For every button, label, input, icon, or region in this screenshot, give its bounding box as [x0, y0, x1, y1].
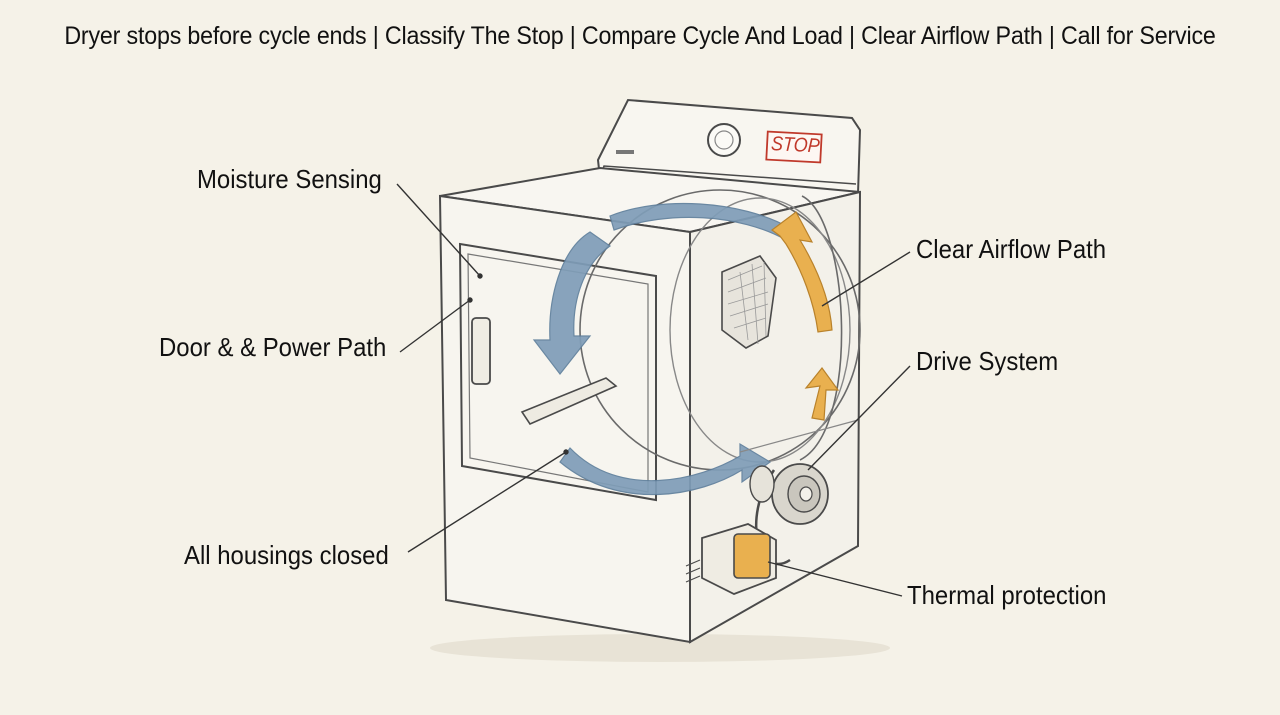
leader-housings — [407, 451, 567, 553]
label-moisture-sensing: Moisture Sensing — [197, 164, 382, 194]
label-thermal-protection: Thermal protection — [907, 580, 1107, 610]
drive-pulley — [749, 463, 829, 566]
leader-door — [399, 299, 471, 353]
panel-indicator — [616, 150, 634, 154]
heat-arrows — [771, 211, 840, 421]
thermal-box — [685, 523, 777, 595]
drum-baffle — [520, 377, 618, 426]
control-knob — [707, 123, 741, 157]
stop-badge — [765, 130, 823, 164]
stop-badge-text: STOP — [770, 133, 821, 158]
floor-shadow — [430, 634, 890, 662]
leader-moisture — [396, 183, 481, 277]
label-all-housings-closed: All housings closed — [184, 540, 389, 570]
label-door-power-path: Door & & Power Path — [159, 332, 387, 362]
leader-airflow — [821, 251, 911, 307]
page-title: Dryer stops before cycle ends | Classify… — [64, 22, 1216, 50]
leader-thermal — [767, 561, 903, 597]
lint-filter — [721, 255, 777, 349]
leader-drive — [807, 365, 911, 471]
door-handle — [471, 317, 491, 385]
label-drive-system: Drive System — [916, 346, 1059, 376]
leader-lines — [396, 183, 911, 597]
airflow-arrows — [532, 202, 791, 496]
label-clear-airflow-path: Clear Airflow Path — [916, 234, 1107, 264]
